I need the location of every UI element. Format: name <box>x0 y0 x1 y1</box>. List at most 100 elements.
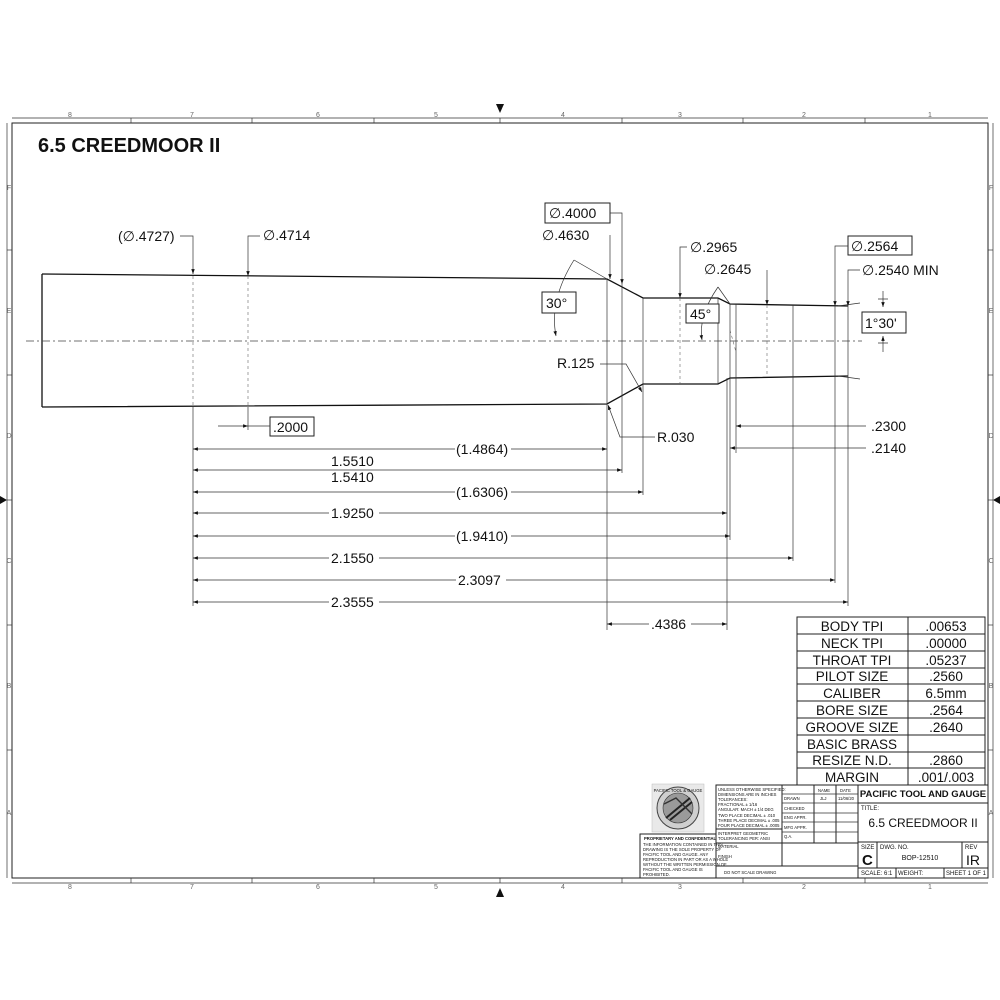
dim-length-15510: 1.5510 <box>331 453 374 469</box>
spec-value: 6.5mm <box>925 686 966 701</box>
spec-row: CALIBER 6.5mm <box>823 686 967 701</box>
tolerance-line: ANGULAR: MACH ± 1/4 DEG <box>718 807 774 812</box>
zone-row-label: E <box>989 308 994 315</box>
zone-row-label: A <box>7 810 12 817</box>
dim-length-23097: 2.3097 <box>458 572 501 588</box>
dim-length-16306: (1.6306) <box>456 484 508 500</box>
dim-length-2000: .2000 <box>273 419 308 435</box>
radius-callouts: R.125 R.030 <box>557 355 695 445</box>
weight-label: WEIGHT: <box>898 871 923 877</box>
spec-value: .00000 <box>925 636 966 651</box>
spec-row: BODY TPI .00653 <box>821 619 967 634</box>
dim-radius-125: R.125 <box>557 355 595 371</box>
spec-value: .001/.003 <box>918 770 974 785</box>
zone-col-label: 6 <box>316 112 320 119</box>
dim-length-4386: .4386 <box>651 616 686 632</box>
extension-lines <box>192 376 849 630</box>
spec-row: NECK TPI .00000 <box>821 636 967 651</box>
spec-row: MARGIN .001/.003 <box>825 770 974 785</box>
drawn-by: JLJ <box>820 796 827 801</box>
diameter-callouts: (∅.4727) ∅.4714 ∅.4000 ∅.4630 ∅.2965 ∅.2… <box>118 202 939 306</box>
zone-row-label: F <box>7 185 11 192</box>
center-mark-right <box>993 496 1000 504</box>
drawing-title: 6.5 CREEDMOOR II <box>38 135 220 157</box>
dim-diameter-4000: ∅.4000 <box>549 205 596 221</box>
zone-labels-top: 8 7 6 5 4 3 2 1 <box>68 112 932 119</box>
center-mark-left <box>0 496 7 504</box>
revision: IR <box>966 852 980 868</box>
zone-col-label: 3 <box>678 884 682 891</box>
company-logo: PACIFIC TOOL & GAUGE <box>651 783 705 833</box>
zone-row-label: C <box>6 558 11 565</box>
center-mark-bottom <box>496 888 504 897</box>
dim-box-30deg <box>541 291 577 314</box>
dim-length-15410: 1.5410 <box>331 469 374 485</box>
zone-col-label: 3 <box>678 112 682 119</box>
dim-box-2000 <box>269 416 315 437</box>
dim-radius-030: R.030 <box>657 429 695 445</box>
zone-col-label: 5 <box>434 884 438 891</box>
zone-row-label: D <box>6 433 11 440</box>
zone-col-label: 2 <box>802 884 806 891</box>
rev-label: REV <box>965 845 977 851</box>
dim-length-19410: (1.9410) <box>456 528 508 544</box>
dim-box-45deg <box>685 303 720 324</box>
dim-angle-taper: 1°30' <box>865 315 897 331</box>
tolerance-line: UNLESS OTHERWISE SPECIFIED: <box>718 787 786 792</box>
sheet-border: 8 7 6 5 4 3 2 1 8 7 6 5 4 3 2 1 F E D C … <box>0 104 1000 897</box>
zone-col-label: 1 <box>928 884 932 891</box>
zone-row-label: B <box>989 683 994 690</box>
spec-value: .2640 <box>929 720 963 735</box>
zone-row-label: B <box>7 683 12 690</box>
spec-row: BASIC BRASS <box>807 737 897 752</box>
tolerance-line: FOUR PLACE DECIMAL ± .0005 <box>718 823 780 828</box>
proprietary-notice: PROPRIETARY AND CONFIDENTIAL THE INFORMA… <box>639 833 728 879</box>
zone-col-label: 6 <box>316 884 320 891</box>
zone-col-label: 8 <box>68 112 72 119</box>
spec-label: THROAT TPI <box>813 653 892 668</box>
zone-col-label: 5 <box>434 112 438 119</box>
sheet-size: C <box>862 852 873 869</box>
dim-angle-30: 30° <box>546 295 567 311</box>
zone-row-label: A <box>989 810 994 817</box>
zone-col-label: 8 <box>68 884 72 891</box>
spec-label: BASIC BRASS <box>807 737 897 752</box>
spec-value: .2564 <box>929 703 963 718</box>
dim-diameter-4714: ∅.4714 <box>263 227 310 243</box>
dim-diameter-2965: ∅.2965 <box>690 239 737 255</box>
dim-length-21550: 2.1550 <box>331 550 374 566</box>
dim-diameter-4630: ∅.4630 <box>542 227 589 243</box>
zone-row-label: F <box>989 185 993 192</box>
sheet-label: SHEET 1 OF 1 <box>946 871 987 877</box>
spec-row: BORE SIZE .2564 <box>816 703 963 718</box>
company-name: PACIFIC TOOL AND GAUGE <box>860 789 986 800</box>
spec-label: RESIZE N.D. <box>812 753 892 768</box>
dim-box-2564 <box>847 235 913 256</box>
proprietary-line: DRAWING IS THE SOLE PROPERTY OF <box>643 847 721 852</box>
zone-col-label: 7 <box>190 884 194 891</box>
proprietary-line: WITHOUT THE WRITTEN PERMISSION OF <box>643 862 727 867</box>
zone-col-label: 4 <box>561 112 565 119</box>
zone-row-label: C <box>988 558 993 565</box>
tolerance-line: DIMENSIONS ARE IN INCHES <box>718 792 777 797</box>
spec-label: NECK TPI <box>821 636 883 651</box>
zone-labels-right: F E D C B A <box>988 185 993 817</box>
do-not-scale-note: DO NOT SCALE DRAWING <box>724 870 776 875</box>
dim-length-2300: .2300 <box>871 418 906 434</box>
spec-row: RESIZE N.D. .2860 <box>812 753 963 768</box>
mfg-approval-label: MFG APPR. <box>784 825 807 830</box>
zone-col-label: 2 <box>802 112 806 119</box>
zone-labels-bottom: 8 7 6 5 4 3 2 1 <box>68 884 932 891</box>
zone-col-label: 1 <box>928 112 932 119</box>
material-label: MATERIAL <box>718 844 739 849</box>
part-title: 6.5 CREEDMOOR II <box>868 816 977 830</box>
spec-label: MARGIN <box>825 770 879 785</box>
spec-value: .00653 <box>925 619 966 634</box>
zone-row-label: D <box>988 433 993 440</box>
proprietary-heading: PROPRIETARY AND CONFIDENTIAL <box>644 836 717 841</box>
scale-label: SCALE: 6:1 <box>861 871 893 877</box>
chamber-outline-bottom <box>41 375 849 408</box>
geometric-line: TOLERANCING PER: ANSI <box>718 836 770 841</box>
dim-angle-45: 45° <box>690 306 711 322</box>
